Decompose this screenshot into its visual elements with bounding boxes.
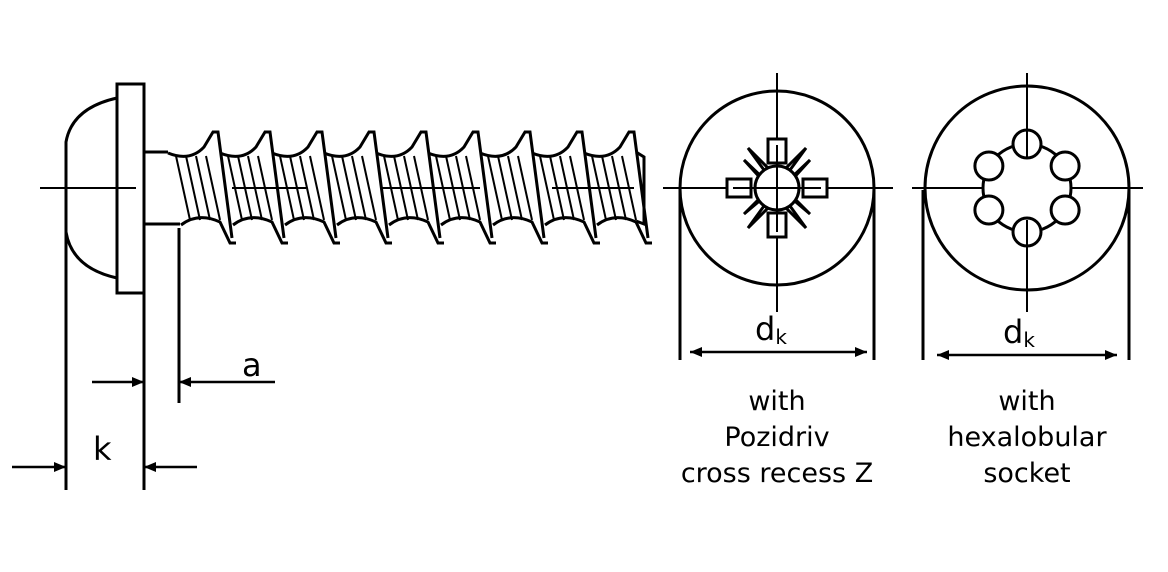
caption-line: with — [748, 386, 805, 417]
caption-line: socket — [983, 458, 1070, 489]
thread-tip — [635, 150, 646, 227]
side-view — [12, 82, 690, 490]
thread-hatch — [309, 155, 325, 221]
thread-hatch — [195, 155, 211, 221]
thread-turn — [271, 130, 340, 245]
thread-turn — [479, 130, 548, 245]
socket-lobe — [973, 150, 1005, 182]
thread-hatch — [175, 155, 191, 221]
thread-hatch — [299, 155, 315, 221]
pozidriv-top-view — [663, 73, 893, 360]
thread-turn — [531, 130, 600, 245]
thread-hatch — [539, 155, 555, 221]
neck — [144, 150, 180, 226]
socket-lobe — [1049, 150, 1081, 182]
thread-turn — [323, 130, 392, 245]
thread-hatch — [487, 155, 503, 221]
thread-turn — [167, 130, 236, 245]
dimension-a-label: a — [242, 346, 262, 384]
thread-hatch — [331, 155, 347, 221]
dimension-k-label: k — [93, 430, 112, 468]
thread-turn — [427, 130, 496, 245]
caption-line: with — [998, 386, 1055, 417]
socket-lobe — [1049, 194, 1081, 226]
thread-hatch — [361, 155, 377, 221]
caption-line: cross recess Z — [681, 458, 873, 489]
thread-hatch — [351, 155, 367, 221]
thread-hatch — [507, 155, 523, 221]
thread-hatch — [205, 155, 221, 221]
thread-hatch — [185, 155, 201, 221]
caption-line: hexalobular — [947, 422, 1107, 453]
thread-turn — [219, 130, 288, 245]
thread-hatch — [341, 155, 357, 221]
thread-hatch — [517, 155, 533, 221]
dimension-dk-label: dk — [1003, 313, 1035, 352]
thread-hatch — [497, 155, 513, 221]
socket-lobe — [973, 194, 1005, 226]
caption-line: Pozidriv — [724, 422, 829, 453]
hexalobular-top-view — [912, 73, 1143, 360]
thread-turn — [375, 130, 444, 245]
dimension-dk-label: dk — [755, 310, 787, 349]
